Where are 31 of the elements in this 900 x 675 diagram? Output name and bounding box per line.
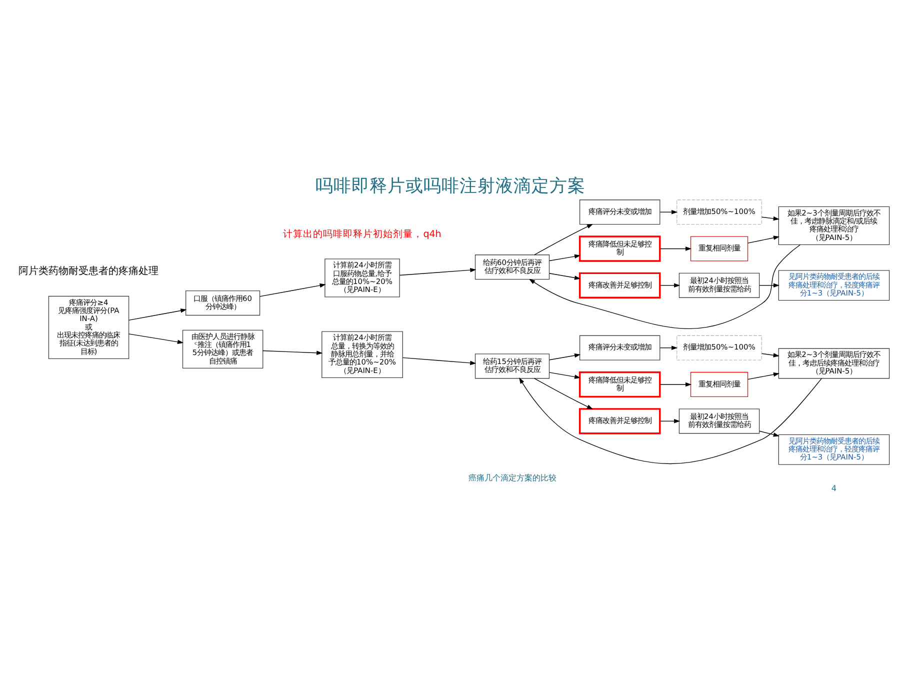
arrow — [518, 377, 822, 464]
arrow — [398, 267, 476, 276]
arrow — [402, 356, 476, 365]
label: 计算出的吗啡即释片初始剂量，q4h — [282, 228, 441, 240]
arrow — [659, 282, 680, 288]
arrow — [659, 345, 678, 350]
arrow — [528, 244, 800, 329]
diagram-title: 吗啡即释片或吗啡注射液滴定方案 — [315, 176, 585, 196]
label: 癌痛几个滴定方案的比较 — [468, 472, 556, 482]
arrow — [747, 372, 780, 380]
arrow — [259, 282, 326, 296]
arrow — [262, 350, 322, 354]
arrow — [659, 246, 692, 250]
label: 阿片类药物耐受患者的疼痛处理 — [18, 266, 158, 277]
arrow — [758, 282, 780, 288]
arrow — [761, 216, 779, 220]
arrow — [659, 382, 692, 386]
arrow — [548, 352, 580, 360]
arrow — [534, 378, 593, 409]
arrow — [128, 333, 184, 344]
arrow — [747, 235, 780, 243]
arrow — [534, 223, 593, 255]
label: 4 — [830, 482, 836, 493]
arrow — [548, 372, 580, 378]
arrow — [548, 272, 580, 280]
arrow — [659, 209, 678, 214]
arrow — [758, 430, 780, 436]
arrow — [128, 308, 186, 320]
arrow — [659, 418, 680, 423]
arrow — [548, 254, 580, 261]
arrow — [761, 352, 779, 357]
